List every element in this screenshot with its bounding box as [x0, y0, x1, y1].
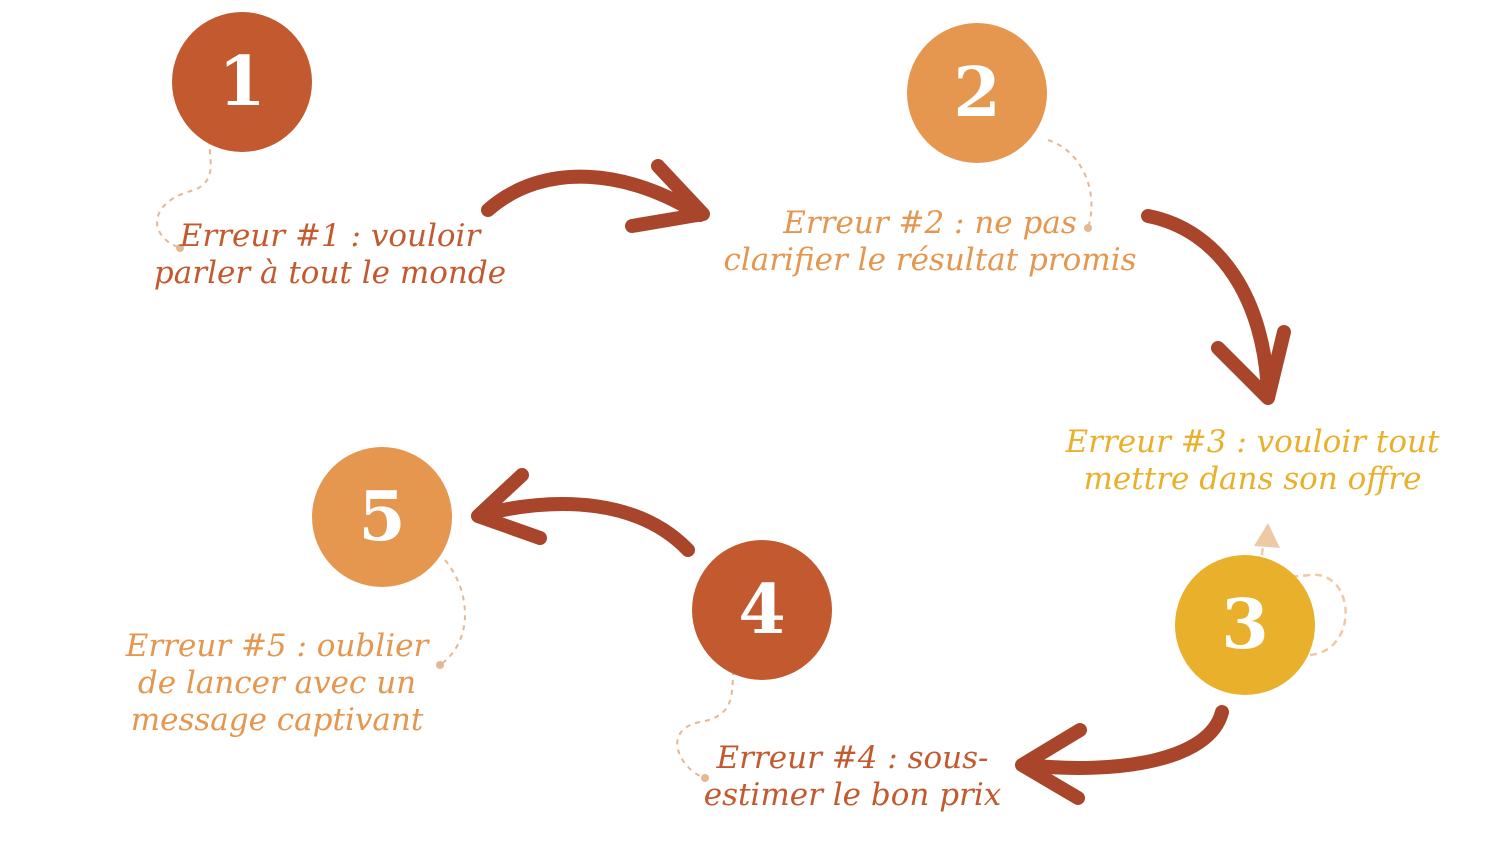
step-2-label: Erreur #2 : ne pas clarifier le résultat… [723, 205, 1137, 278]
step-1-circle: 1 [172, 12, 312, 152]
step-5-label: Erreur #5 : oublier de lancer avec un me… [125, 628, 429, 738]
connector-2 [1047, 139, 1093, 232]
step-4-label: Erreur #4 : sous- estimer le bon prix [703, 740, 1002, 813]
arrow-3-to-4 [1015, 705, 1229, 805]
step-3-label: Erreur #3 : vouloir tout mettre dans son… [1065, 424, 1440, 497]
step-4-circle: 4 [692, 540, 832, 680]
step-1-number: 1 [218, 42, 266, 122]
step-1-label: Erreur #1 : vouloir parler à tout le mon… [153, 218, 507, 291]
step-5-circle: 5 [312, 447, 452, 587]
step-4-number: 4 [738, 570, 786, 650]
connector-5 [436, 559, 466, 669]
step-3-number: 3 [1221, 585, 1269, 665]
step-5-number: 5 [358, 477, 406, 557]
step-3-circle: 3 [1175, 555, 1315, 695]
arrow-4-to-5 [471, 468, 695, 557]
arrow-2-to-3 [1141, 209, 1291, 405]
arrow-1-to-2 [481, 159, 710, 233]
step-2-circle: 2 [907, 23, 1047, 163]
step-2-number: 2 [953, 53, 1001, 133]
